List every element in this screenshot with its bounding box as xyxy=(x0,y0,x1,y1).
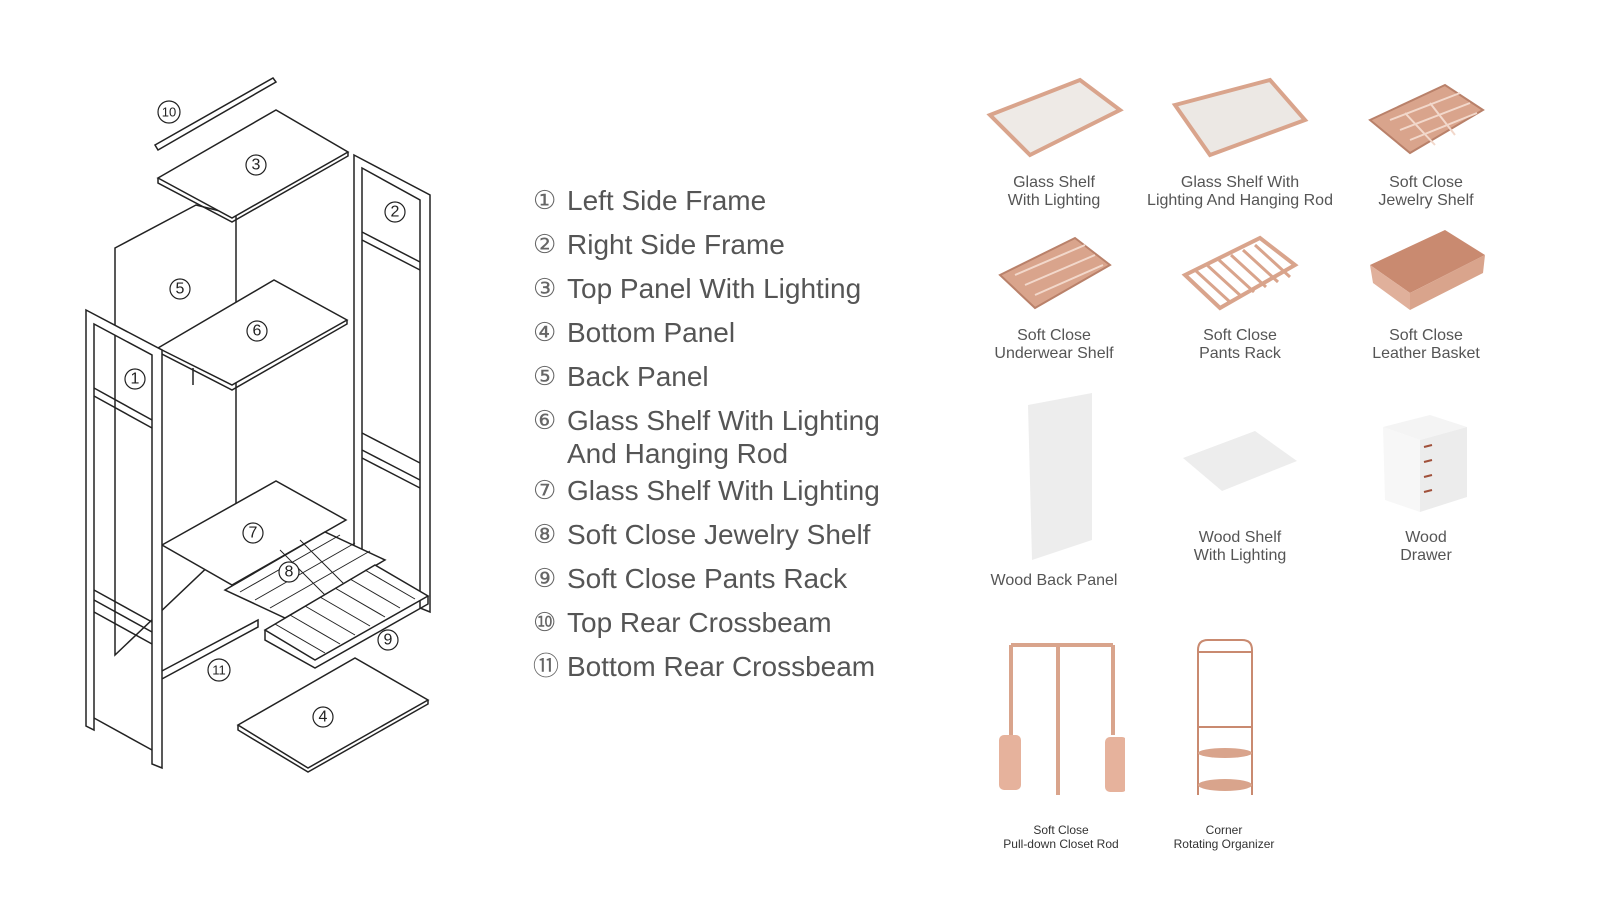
bottom-panel xyxy=(236,657,430,769)
legend-number: ④ xyxy=(533,317,557,347)
legend-number: ③ xyxy=(533,273,557,303)
legend-label-line1: Glass Shelf With Lighting xyxy=(567,405,880,436)
leather-basket-image xyxy=(1370,230,1485,310)
product-label-line1: Glass Shelf xyxy=(1013,174,1095,191)
legend-label-line2: And Hanging Rod xyxy=(567,438,789,469)
wood-back-panel-image xyxy=(1028,393,1092,560)
product-label-line1: Glass Shelf With xyxy=(1180,174,1300,191)
legend-item: ⑧ Soft Close Jewelry Shelf xyxy=(533,518,880,562)
legend-number: ⑪ xyxy=(533,651,560,681)
legend-label: Soft Close Jewelry Shelf xyxy=(567,519,871,550)
legend-label: Left Side Frame xyxy=(567,185,767,216)
legend-label: Glass Shelf With Lighting xyxy=(567,475,880,506)
callout-3: 3 xyxy=(252,157,261,174)
callout-6: 6 xyxy=(253,323,262,340)
product-label-line1: Corner xyxy=(1205,823,1243,837)
wood-shelf-image xyxy=(1183,431,1297,491)
product-label-line2: Leather Basket xyxy=(1372,345,1480,362)
legend-label: Soft Close Pants Rack xyxy=(567,563,848,594)
exploded-wardrobe-diagram: 1 2 3 4 5 6 7 8 9 10 11 xyxy=(85,77,431,773)
legend-number: ⑩ xyxy=(533,607,557,637)
product-label-line2: Drawer xyxy=(1400,547,1452,564)
glass-shelf-hanging-rod-image xyxy=(1171,77,1309,158)
product-label-line2: Lighting And Hanging Rod xyxy=(1147,192,1333,209)
top-rear-crossbeam xyxy=(153,77,278,152)
legend-label: Bottom Rear Crossbeam xyxy=(567,651,876,682)
product-label-line1: Wood Shelf xyxy=(1198,529,1282,546)
glass-shelf-lighting-image xyxy=(986,77,1124,158)
callout-9: 9 xyxy=(384,632,393,649)
callout-5: 5 xyxy=(176,281,185,298)
product-label-line1: Soft Close xyxy=(1203,327,1277,344)
jewelry-shelf-image xyxy=(1368,83,1485,155)
callout-8: 8 xyxy=(285,564,294,581)
product-label-line1: Soft Close xyxy=(1033,823,1089,837)
legend-number: ⑥ xyxy=(533,405,557,435)
pull-down-closet-rod-image xyxy=(999,643,1125,795)
legend-label: Right Side Frame xyxy=(567,229,785,260)
legend-item: ⑩ Top Rear Crossbeam xyxy=(533,606,880,650)
callout-1: 1 xyxy=(131,371,140,388)
back-panel xyxy=(114,204,237,657)
callout-4: 4 xyxy=(319,709,328,726)
legend-label: Top Panel With Lighting xyxy=(567,273,862,304)
callout-10: 10 xyxy=(162,105,176,120)
legend-item: ② Right Side Frame xyxy=(533,228,880,272)
product-label-line2: Pull-down Closet Rod xyxy=(1003,837,1119,851)
legend-number: ⑧ xyxy=(533,519,557,549)
product-label-line1: Soft Close xyxy=(1017,327,1091,344)
product-label-line2: Rotating Organizer xyxy=(1173,837,1275,851)
product-label-line1: Wood xyxy=(1405,529,1447,546)
product-label-line1: Soft Close xyxy=(1389,174,1463,191)
legend-number: ② xyxy=(533,229,557,259)
callout-7: 7 xyxy=(249,525,258,542)
legend-item: ④ Bottom Panel xyxy=(533,316,880,360)
legend-item: ① Left Side Frame xyxy=(533,184,880,228)
legend-number: ⑤ xyxy=(533,361,557,391)
legend-number: ⑨ xyxy=(533,563,557,593)
wood-drawer-image xyxy=(1383,415,1467,512)
legend-label: Back Panel xyxy=(567,361,709,392)
product-label-line2: Underwear Shelf xyxy=(994,345,1114,362)
legend-label: Bottom Panel xyxy=(567,317,736,348)
legend-item: ⑨ Soft Close Pants Rack xyxy=(533,562,880,606)
pants-rack-image xyxy=(1181,235,1299,311)
legend-label: Top Rear Crossbeam xyxy=(567,607,832,638)
product-label-line1: Wood Back Panel xyxy=(990,572,1118,589)
legend-item: ⑤ Back Panel xyxy=(533,360,880,404)
parts-legend: ① Left Side Frame ② Right Side Frame ③ Top … xyxy=(533,184,880,694)
underwear-shelf-image xyxy=(998,236,1112,310)
callout-2: 2 xyxy=(391,204,400,221)
legend-item: ⑦ Glass Shelf With Lighting xyxy=(533,474,880,518)
product-label-line2: Pants Rack xyxy=(1199,345,1281,362)
product-label: Wood Back Panel xyxy=(991,572,1118,590)
corner-rotating-organizer-image xyxy=(1197,639,1253,795)
product-label-line2: Jewelry Shelf xyxy=(1378,192,1474,209)
left-side-frame xyxy=(85,308,163,770)
right-side-frame xyxy=(353,153,431,614)
product-label-line1: Soft Close xyxy=(1389,327,1463,344)
product-label-line2: With Lighting xyxy=(1007,192,1101,209)
callout-11: 11 xyxy=(212,663,226,678)
product-label-line2: With Lighting xyxy=(1193,547,1287,564)
legend-item: ③ Top Panel With Lighting xyxy=(533,272,880,316)
legend-number: ① xyxy=(533,185,557,215)
legend-number: ⑦ xyxy=(533,475,557,505)
